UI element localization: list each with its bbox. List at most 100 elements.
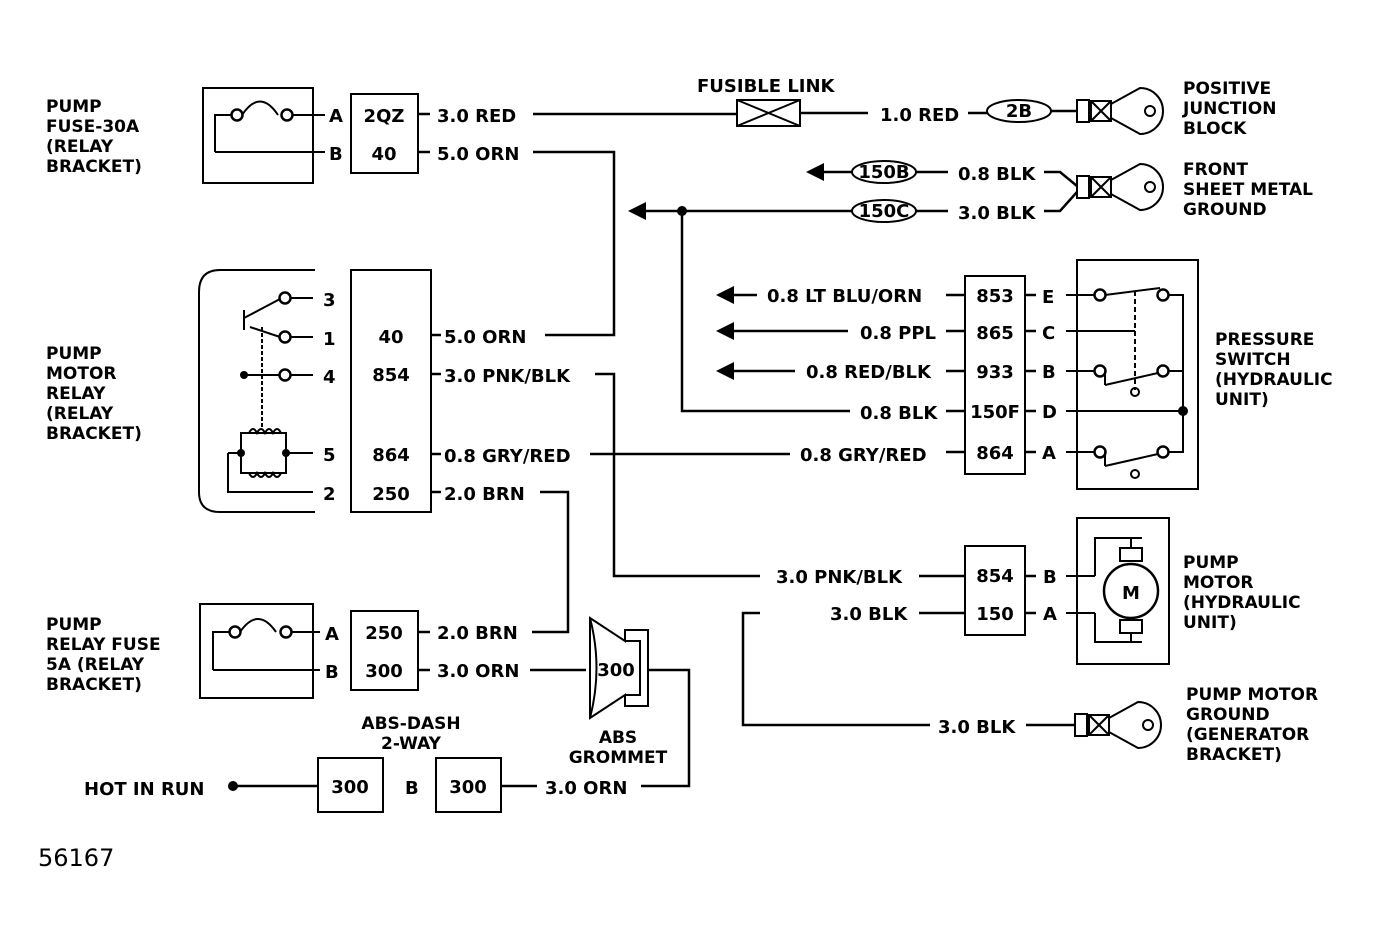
wire-3-0-blk-ground: 3.0 BLK (958, 203, 1036, 224)
circuit-854-motor: 854 (976, 566, 1014, 587)
abs-dash-pin-b: B (405, 778, 419, 799)
arrow-933-icon (716, 362, 734, 380)
circuit-853: 853 (976, 286, 1014, 307)
splice-2b-label: 2B (1006, 101, 1032, 122)
svg-text:MOTOR: MOTOR (46, 364, 117, 384)
svg-text:MOTOR: MOTOR (1183, 573, 1254, 593)
abs-grommet-symbol (589, 616, 649, 720)
circuit-864-relay: 864 (372, 445, 410, 466)
svg-text:RELAY: RELAY (46, 384, 106, 404)
svg-text:BRACKET): BRACKET) (46, 157, 142, 177)
svg-text:SHEET METAL: SHEET METAL (1183, 180, 1313, 200)
wire-3-0-blk-motor-ground: 3.0 BLK (938, 717, 1016, 738)
positive-junction-block-label: POSITIVE JUNCTION BLOCK (1182, 79, 1276, 139)
circuit-864-switch: 864 (976, 443, 1014, 464)
arrow-865-icon (716, 322, 734, 340)
wire-2-0-brn-relay: 2.0 BRN (444, 484, 525, 505)
pump-motor-label: PUMP MOTOR (HYDRAULIC UNIT) (1183, 553, 1301, 633)
wire-5-0-orn-relay: 5.0 ORN (444, 327, 526, 348)
pump-motor-connector (964, 545, 1026, 636)
circuit-40-fuse: 40 (371, 144, 396, 165)
front-sheet-metal-ground-label: FRONT SHEET METAL GROUND (1183, 160, 1313, 220)
circuit-250-relay: 250 (372, 484, 410, 505)
circuit-300-grommet: 300 (597, 660, 635, 681)
relay-pin-2: 2 (323, 484, 336, 505)
pump-fuse-pin-b: B (329, 144, 343, 165)
svg-text:POSITIVE: POSITIVE (1183, 79, 1271, 99)
abs-dash-label: ABS-DASH 2-WAY (361, 714, 460, 754)
wire-0-8-gry-red-relay: 0.8 GRY/RED (444, 446, 571, 467)
wire-3-0-blk-motor: 3.0 BLK (830, 604, 908, 625)
svg-text:FUSE-30A: FUSE-30A (46, 117, 140, 137)
pump-motor-relay-symbol (198, 269, 315, 513)
wire-1-0-red: 1.0 RED (880, 105, 959, 126)
svg-text:PUMP: PUMP (1183, 553, 1239, 573)
svg-text:PRESSURE: PRESSURE (1215, 330, 1314, 350)
svg-text:UNIT): UNIT) (1215, 390, 1269, 410)
motor-m-label: M (1122, 583, 1140, 604)
svg-text:ABS: ABS (599, 728, 637, 748)
wire-3-0-orn-dash: 3.0 ORN (545, 778, 627, 799)
circuit-250-fuse: 250 (365, 623, 403, 644)
switch-pin-e: E (1042, 287, 1054, 308)
svg-text:BRACKET): BRACKET) (46, 675, 142, 695)
svg-text:(HYDRAULIC: (HYDRAULIC (1215, 370, 1333, 390)
relay-fuse-connector (350, 610, 419, 691)
pump-motor-symbol (1066, 517, 1170, 665)
svg-text:JUNCTION: JUNCTION (1182, 99, 1276, 119)
wire-3-0-red: 3.0 RED (437, 106, 516, 127)
circuit-865: 865 (976, 323, 1014, 344)
arrow-150c-icon (628, 202, 646, 220)
pressure-switch-connector (964, 275, 1026, 475)
splice-150b-label: 150B (858, 162, 909, 183)
wire-0-8-gry-red-switch: 0.8 GRY/RED (800, 445, 927, 466)
fusible-link-label: FUSIBLE LINK (697, 76, 836, 97)
motor-pin-b: B (1043, 567, 1057, 588)
wire-2-0-brn-fuse: 2.0 BRN (437, 623, 518, 644)
svg-text:PUMP MOTOR: PUMP MOTOR (1186, 685, 1318, 705)
svg-text:GROMMET: GROMMET (569, 748, 668, 768)
pump-fuse-pin-a: A (329, 106, 343, 127)
svg-text:(GENERATOR: (GENERATOR (1186, 725, 1309, 745)
arrow-150b-icon (806, 163, 824, 181)
relay-connector (350, 269, 432, 513)
svg-text:ABS-DASH: ABS-DASH (361, 714, 460, 734)
arrow-853-icon (716, 286, 734, 304)
wire-0-8-ppl: 0.8 PPL (860, 323, 936, 344)
pump-motor-ground-terminal-icon (1074, 700, 1162, 750)
relay-pin-4: 4 (323, 367, 336, 388)
pump-relay-fuse-label: PUMP RELAY FUSE 5A (RELAY BRACKET) (46, 615, 161, 695)
svg-text:2-WAY: 2-WAY (381, 734, 442, 754)
svg-text:GROUND: GROUND (1183, 200, 1267, 220)
svg-text:PUMP: PUMP (46, 344, 102, 364)
wire-0-8-lt-blu-orn: 0.8 LT BLU/ORN (767, 286, 922, 307)
circuit-40-relay: 40 (378, 327, 403, 348)
wire-0-8-blk-ground: 0.8 BLK (958, 164, 1036, 185)
pump-fuse-connector (350, 93, 419, 174)
circuit-933: 933 (976, 362, 1014, 383)
pressure-switch-label: PRESSURE SWITCH (HYDRAULIC UNIT) (1215, 330, 1333, 410)
svg-text:BRACKET): BRACKET) (1186, 745, 1282, 765)
svg-text:GROUND: GROUND (1186, 705, 1270, 725)
wire-0-8-red-blk: 0.8 RED/BLK (806, 362, 932, 383)
pressure-switch-symbol (1066, 259, 1199, 490)
front-ground-terminal-icon (1076, 162, 1164, 212)
pump-fuse-symbol (202, 87, 325, 184)
circuit-854-relay: 854 (372, 365, 410, 386)
switch-pin-d: D (1042, 402, 1057, 423)
relay-fuse-pin-a: A (325, 624, 339, 645)
wire-3-0-orn-fuse: 3.0 ORN (437, 661, 519, 682)
svg-text:UNIT): UNIT) (1183, 613, 1237, 633)
wire-0-8-blk-switch: 0.8 BLK (860, 403, 938, 424)
circuit-300-dash-left: 300 (331, 777, 369, 798)
hot-in-run-label: HOT IN RUN (84, 779, 204, 800)
abs-dash-connector-left (317, 757, 384, 813)
motor-pin-a: A (1043, 604, 1057, 625)
svg-text:SWITCH: SWITCH (1215, 350, 1291, 370)
svg-text:5A (RELAY: 5A (RELAY (46, 655, 145, 675)
svg-text:(RELAY: (RELAY (46, 404, 114, 424)
svg-text:BLOCK: BLOCK (1183, 119, 1247, 139)
circuit-150f: 150F (970, 402, 1020, 423)
svg-text:PUMP: PUMP (46, 615, 102, 635)
switch-pin-c: C (1042, 323, 1055, 344)
